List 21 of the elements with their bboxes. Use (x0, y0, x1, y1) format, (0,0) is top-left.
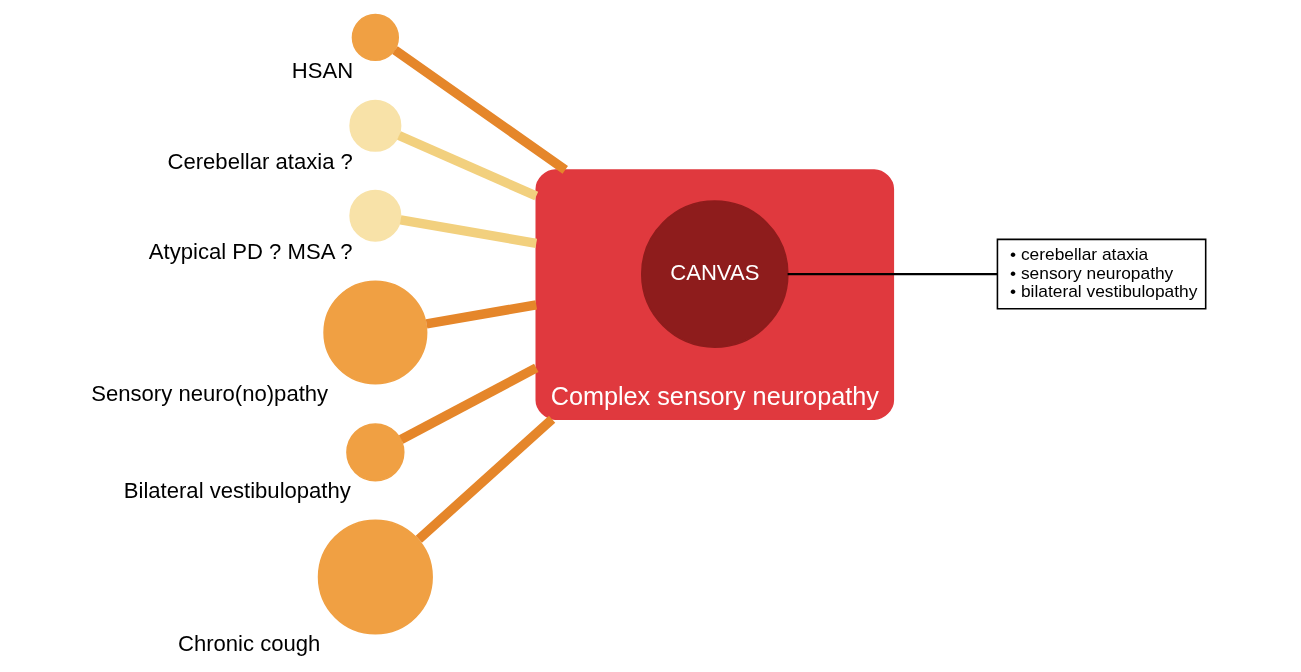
node-circle (323, 280, 428, 385)
connector (398, 363, 539, 444)
connector (787, 272, 998, 276)
node-box: • cerebellar ataxia • sensory neuropathy • bilateral vestibulopathy (996, 238, 1207, 310)
node-label: Chronic cough (177, 631, 321, 657)
node-label: Cerebellar ataxia ? (167, 148, 353, 174)
node-circle (346, 423, 405, 482)
node-circle (349, 99, 402, 152)
node-label: Bilateral vestibulopathy (123, 478, 351, 504)
connector (392, 46, 568, 174)
node-circle: CANVAS (641, 200, 789, 348)
connector (399, 215, 538, 249)
connector (397, 131, 539, 201)
node-label: HSAN (291, 57, 354, 83)
node-label: Atypical PD ? MSA ? (148, 238, 353, 264)
node-circle (351, 13, 400, 62)
connector (415, 415, 556, 543)
node-circle (317, 519, 433, 635)
connector (425, 300, 538, 329)
node-label: Sensory neuro(no)pathy (91, 381, 329, 407)
node-circle (349, 189, 402, 242)
